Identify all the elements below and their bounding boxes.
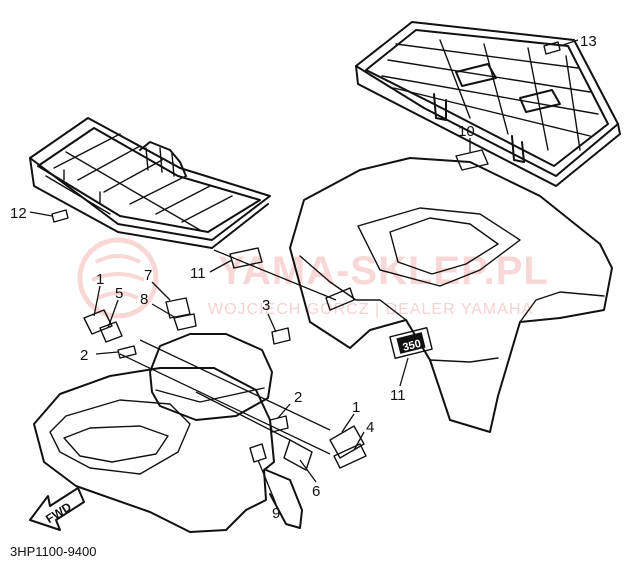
callout-12: 12 (10, 205, 27, 222)
decal-1-right (329, 425, 365, 459)
decal-5 (99, 321, 123, 343)
engine-badge-plate (396, 332, 426, 354)
decal-2-right (269, 415, 289, 433)
rear-fender: 350 (289, 157, 613, 433)
rear-carrier-rack (355, 21, 621, 187)
decal-1-left (83, 309, 113, 335)
decal-10 (455, 149, 489, 171)
decal-2-left (117, 345, 137, 359)
callout-13: 13 (580, 33, 597, 50)
decal-3 (271, 327, 291, 345)
callout-11-lower: 11 (390, 387, 406, 404)
callout-3: 3 (262, 297, 270, 314)
diagram-code: 3HP1100-9400 (10, 544, 97, 559)
decals (51, 41, 561, 471)
callout-5: 5 (115, 285, 123, 302)
leader-lines (29, 39, 579, 505)
decal-4 (333, 443, 367, 469)
callout-8: 8 (140, 291, 148, 308)
callout-1-left: 1 (96, 271, 104, 288)
front-fender (33, 333, 303, 533)
fwd-label: FWD (43, 499, 74, 526)
front-carrier-rack (29, 117, 271, 249)
callout-4: 4 (366, 419, 374, 436)
decal-8 (173, 313, 197, 331)
decal-11-upper (229, 247, 263, 269)
decal-11-fender (325, 287, 355, 311)
decal-12 (51, 209, 69, 223)
watermark-subtitle: WOJCIECH GORCZ | DEALER YAMAHA (208, 301, 533, 318)
decal-9 (249, 443, 267, 463)
callout-labels: 1 5 7 8 2 3 2 1 4 6 9 11 11 10 12 13 (10, 33, 597, 522)
callout-2-left: 2 (80, 347, 88, 364)
callout-11-upper: 11 (190, 265, 206, 282)
callout-1-right: 1 (352, 399, 360, 416)
callout-10: 10 (458, 123, 475, 140)
decal-13 (543, 41, 561, 55)
callout-2-right: 2 (294, 389, 302, 406)
callout-9: 9 (272, 505, 280, 522)
decal-7 (165, 297, 191, 319)
callout-6: 6 (312, 483, 320, 500)
fwd-arrow: FWD (29, 487, 85, 531)
decal-6 (283, 439, 313, 471)
callout-7: 7 (144, 267, 152, 284)
engine-badge-label: 350 (402, 338, 423, 354)
